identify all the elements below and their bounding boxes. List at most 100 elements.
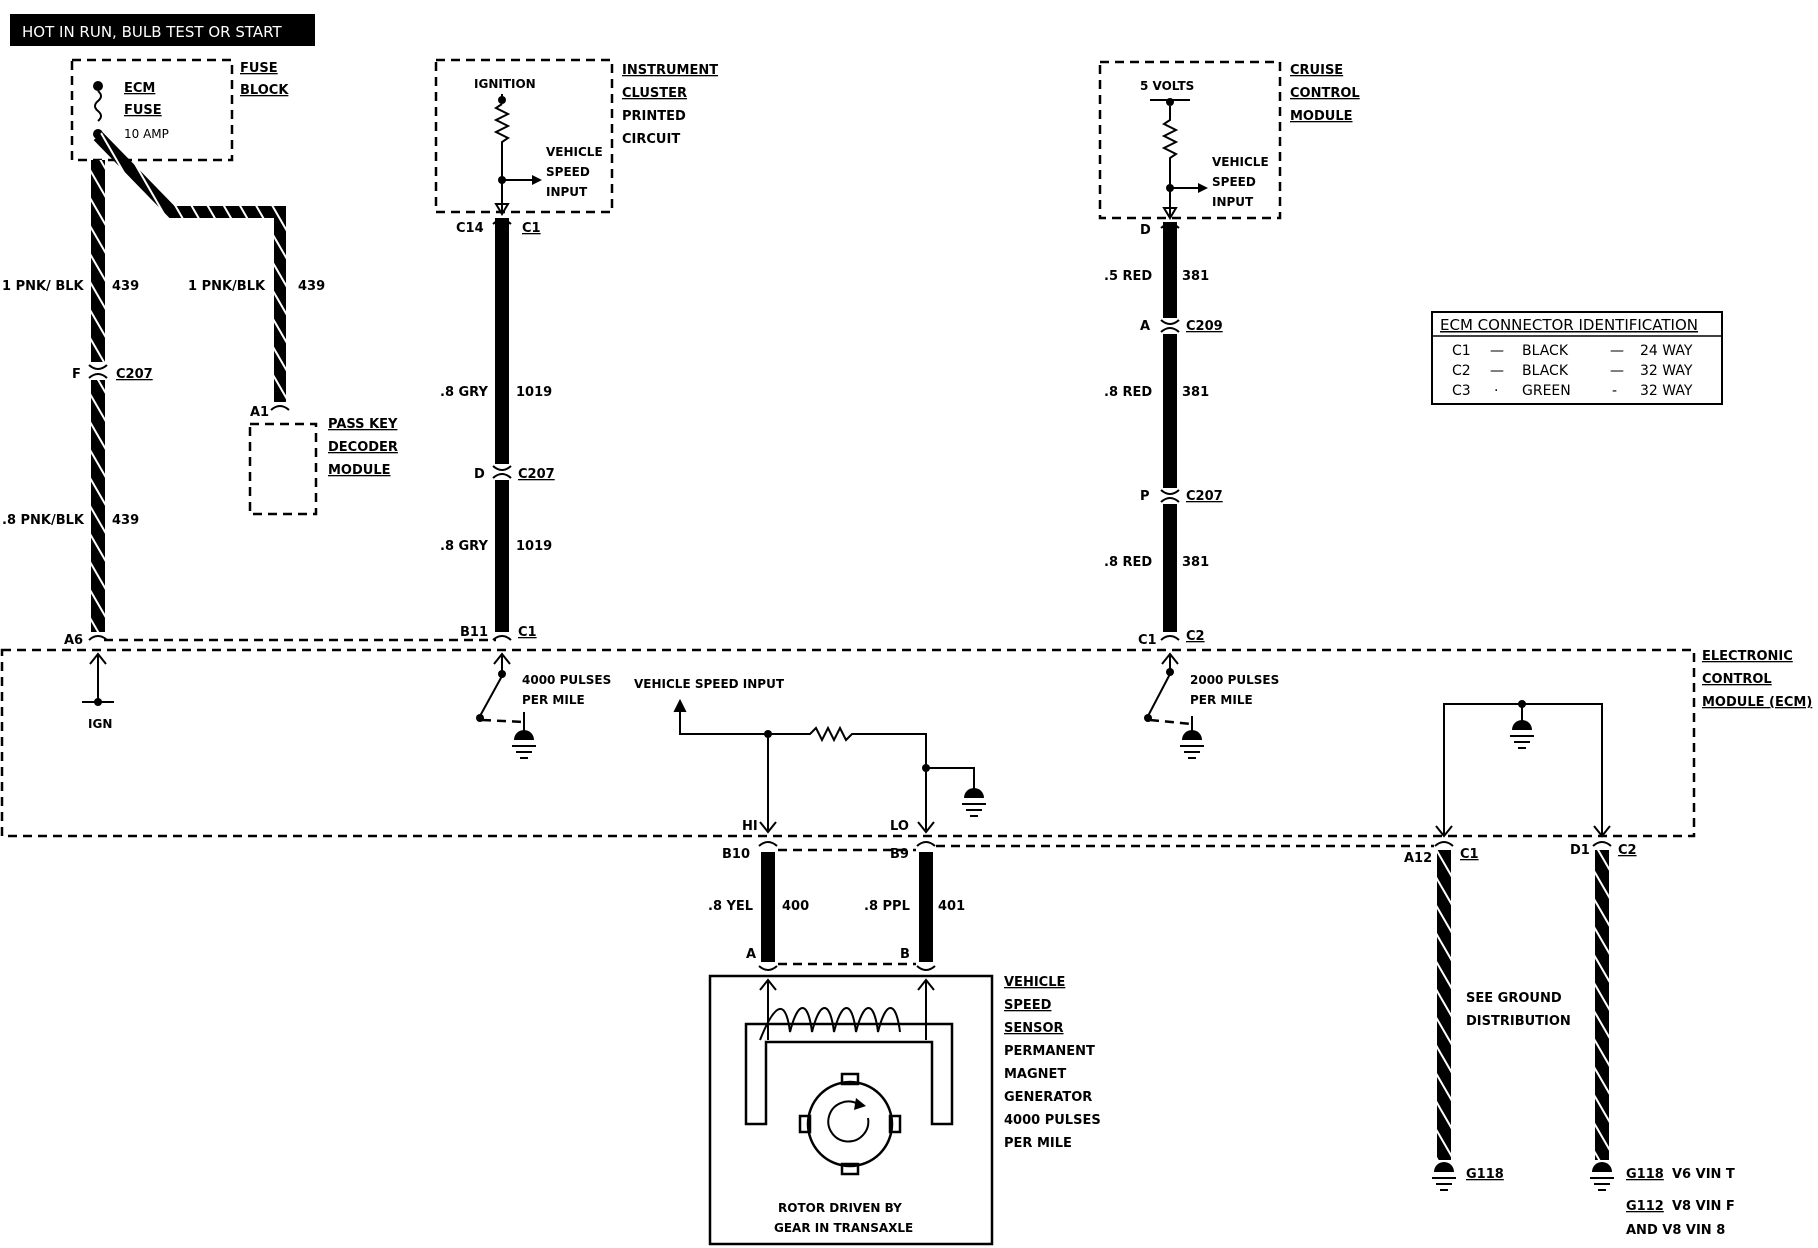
vehicle-speed-sensor: ROTOR DRIVEN BY GEAR IN TRANSAXLE VEHICL… bbox=[708, 974, 1101, 1246]
ecm-lo: LO bbox=[890, 819, 909, 834]
ecm-b9-pin: B9 bbox=[890, 847, 909, 862]
cluster-c14-name: C1 bbox=[522, 221, 541, 236]
w1019-bottom-size: .8 GRY bbox=[440, 539, 488, 554]
table-row: C3 · GREEN - 32 WAY bbox=[1452, 383, 1693, 399]
ecm-vsi: VEHICLE SPEED INPUT bbox=[634, 677, 785, 691]
row2-id: C2 bbox=[1452, 363, 1471, 379]
table-row: C1 — BLACK — 24 WAY bbox=[1452, 343, 1693, 359]
ground-symbol bbox=[1180, 716, 1204, 759]
cruise-a-name: C209 bbox=[1186, 319, 1223, 334]
pass-key-pin-a1: A1 bbox=[250, 405, 269, 420]
ecm-label-3: MODULE (ECM) bbox=[1702, 695, 1812, 710]
ground-symbol bbox=[1590, 1162, 1614, 1191]
cruise-a-pin: A bbox=[1140, 319, 1150, 334]
row2-color: BLACK bbox=[1522, 363, 1569, 379]
w401-size: .8 PPL bbox=[864, 899, 910, 914]
sensor-label-1: VEHICLE bbox=[1004, 975, 1065, 990]
ecm-hi: HI bbox=[742, 819, 758, 834]
header-banner: HOT IN RUN, BULB TEST OR START bbox=[10, 14, 315, 46]
cluster-input-2: SPEED bbox=[546, 165, 590, 179]
row3-id: C3 bbox=[1452, 383, 1471, 399]
cruise-supply: 5 VOLTS bbox=[1140, 79, 1194, 93]
ecm-2000-1: 2000 PULSES bbox=[1190, 673, 1279, 687]
pass-key-line3: MODULE bbox=[328, 463, 391, 478]
cluster-input-3: INPUT bbox=[546, 185, 588, 199]
cluster-label-4: CIRCUIT bbox=[622, 132, 680, 147]
ecm-a12-name: C1 bbox=[1460, 847, 1479, 862]
sensor-desc-2: MAGNET bbox=[1004, 1067, 1066, 1082]
cruise-input-1: VEHICLE bbox=[1212, 155, 1269, 169]
row1-dash2: — bbox=[1610, 343, 1624, 359]
cluster-label-2: CLUSTER bbox=[622, 86, 687, 101]
wire-381: D .5 RED 381 A C209 .8 RED 381 P C207 .8… bbox=[1104, 222, 1223, 632]
fuse-block-label-1: FUSE bbox=[240, 61, 278, 76]
w439-branch-size: 1 PNK/BLK bbox=[188, 279, 266, 294]
see-ground-1: SEE GROUND bbox=[1466, 991, 1562, 1006]
ecm-d1-name: C2 bbox=[1618, 843, 1637, 858]
cluster-d-pin: D bbox=[474, 467, 485, 482]
w381-top-size: .5 RED bbox=[1104, 269, 1152, 284]
ground-wires: A12 C1 D1 C2 SEE GROUND DISTRIBUTION G11… bbox=[936, 841, 1735, 1238]
row3-dash1: · bbox=[1494, 383, 1498, 399]
ecm-b11-name: C1 bbox=[518, 625, 537, 640]
sensor-label-3: SENSOR bbox=[1004, 1021, 1064, 1036]
ground-symbol bbox=[962, 788, 986, 817]
sensor-desc-1: PERMANENT bbox=[1004, 1044, 1095, 1059]
g118-right: G118 bbox=[1626, 1167, 1664, 1182]
row1-dash1: — bbox=[1490, 343, 1504, 359]
conn-left-f-name: C207 bbox=[116, 367, 153, 382]
fuse-name-1: ECM bbox=[124, 81, 155, 96]
g118-right-note: V6 VIN T bbox=[1672, 1167, 1735, 1182]
row1-id: C1 bbox=[1452, 343, 1471, 359]
cruise-p-pin: P bbox=[1140, 489, 1150, 504]
fuse-rating: 10 AMP bbox=[124, 127, 169, 141]
ecm-label-2: CONTROL bbox=[1702, 672, 1772, 687]
cruise-label-3: MODULE bbox=[1290, 109, 1353, 124]
pass-key-line2: DECODER bbox=[328, 440, 398, 455]
w1019-bottom-circuit: 1019 bbox=[516, 539, 552, 554]
w439-branch-circuit: 439 bbox=[298, 279, 325, 294]
sensor-desc-5: PER MILE bbox=[1004, 1136, 1072, 1151]
row3-size: 32 WAY bbox=[1640, 383, 1693, 399]
cruise-p-name: C207 bbox=[1186, 489, 1223, 504]
row3-dash2: - bbox=[1612, 383, 1617, 399]
cluster-input-1: VEHICLE bbox=[546, 145, 603, 159]
connector-id-table: ECM CONNECTOR IDENTIFICATION C1 — BLACK … bbox=[1431, 311, 1723, 405]
cruise-input-3: INPUT bbox=[1212, 195, 1254, 209]
w381-top-circuit: 381 bbox=[1182, 269, 1209, 284]
w381-mid-size: .8 RED bbox=[1104, 385, 1152, 400]
row1-size: 24 WAY bbox=[1640, 343, 1693, 359]
cruise-control-module: 5 VOLTS VEHICLE SPEED INPUT CRUISE CONTR… bbox=[1098, 60, 1360, 220]
sensor-b-pin: B bbox=[900, 947, 910, 962]
ecm-c1-pin: C1 bbox=[1138, 633, 1157, 648]
ecm-ign: IGN bbox=[88, 717, 112, 731]
fuse-name-2: FUSE bbox=[124, 103, 162, 118]
cluster-label-1: INSTRUMENT bbox=[622, 63, 718, 78]
sensor-label-2: SPEED bbox=[1004, 998, 1052, 1013]
table-title: ECM CONNECTOR IDENTIFICATION bbox=[1440, 316, 1698, 334]
w400-circuit: 400 bbox=[782, 899, 809, 914]
cluster-c14-pin: C14 bbox=[456, 221, 484, 236]
wire-439-branch: 1 PNK/BLK 439 A1 bbox=[93, 131, 325, 420]
wire-439-left: 1 PNK/ BLK 439 F C207 .8 PNK/BLK 439 bbox=[2, 160, 153, 632]
fuse-block: ECM FUSE 10 AMP FUSE BLOCK bbox=[70, 58, 289, 162]
ecm-4000-1: 4000 PULSES bbox=[522, 673, 611, 687]
sensor-a-pin: A bbox=[746, 947, 756, 962]
ecm-2000-2: PER MILE bbox=[1190, 693, 1253, 707]
table-row: C2 — BLACK — 32 WAY bbox=[1452, 363, 1693, 379]
ground-symbol bbox=[512, 712, 536, 759]
pass-key-module: PASS KEY DECODER MODULE bbox=[248, 417, 398, 516]
g112-note: V8 VIN F bbox=[1672, 1199, 1735, 1214]
cluster-d-name: C207 bbox=[518, 467, 555, 482]
ecm-d1-pin: D1 bbox=[1570, 843, 1590, 858]
ground-symbol bbox=[1432, 1162, 1456, 1191]
ecm-box: ELECTRONIC CONTROL MODULE (ECM) A6 IGN B… bbox=[0, 625, 1812, 838]
w439-left-bottom-circuit: 439 bbox=[112, 513, 139, 528]
g112-note2: AND V8 VIN 8 bbox=[1626, 1223, 1725, 1238]
g112: G112 bbox=[1626, 1199, 1664, 1214]
row2-dash2: — bbox=[1610, 363, 1624, 379]
w1019-top-circuit: 1019 bbox=[516, 385, 552, 400]
cruise-label-2: CONTROL bbox=[1290, 86, 1360, 101]
sensor-rotor-2: GEAR IN TRANSAXLE bbox=[774, 1221, 913, 1235]
ecm-label-1: ELECTRONIC bbox=[1702, 649, 1793, 664]
